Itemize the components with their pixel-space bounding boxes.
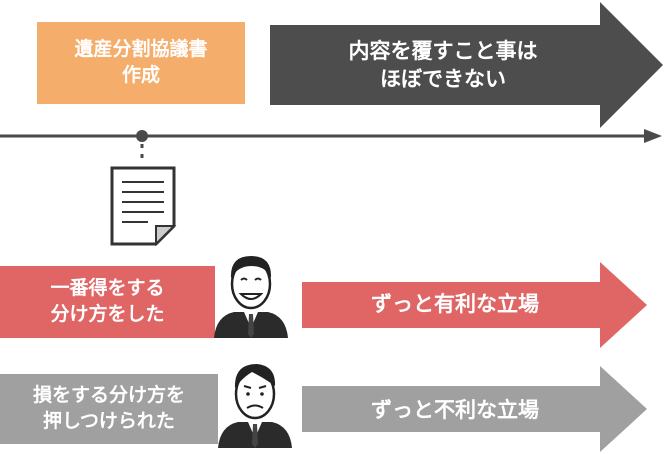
disadvantage-label: ずっと不利な立場 bbox=[371, 397, 539, 422]
gain-case-box: 一番得をする 分け方をした bbox=[0, 266, 215, 338]
agreement-creation-box: 遺産分割協議書 作成 bbox=[37, 22, 245, 104]
smiling-man-icon bbox=[214, 256, 288, 338]
document-icon bbox=[110, 166, 177, 246]
timeline-result-arrow bbox=[270, 2, 663, 128]
advantage-arrow bbox=[302, 262, 647, 348]
timeline bbox=[0, 129, 662, 160]
timeline-result-label: 内容を覆すこと事は ほぼできない bbox=[348, 38, 538, 91]
timeline-point bbox=[136, 130, 148, 142]
loss-case-box: 損をする分け方を 押しつけられた bbox=[0, 374, 218, 444]
disadvantage-arrow bbox=[302, 366, 647, 452]
advantage-label: ずっと有利な立場 bbox=[371, 291, 539, 316]
worried-man-icon bbox=[218, 364, 292, 448]
